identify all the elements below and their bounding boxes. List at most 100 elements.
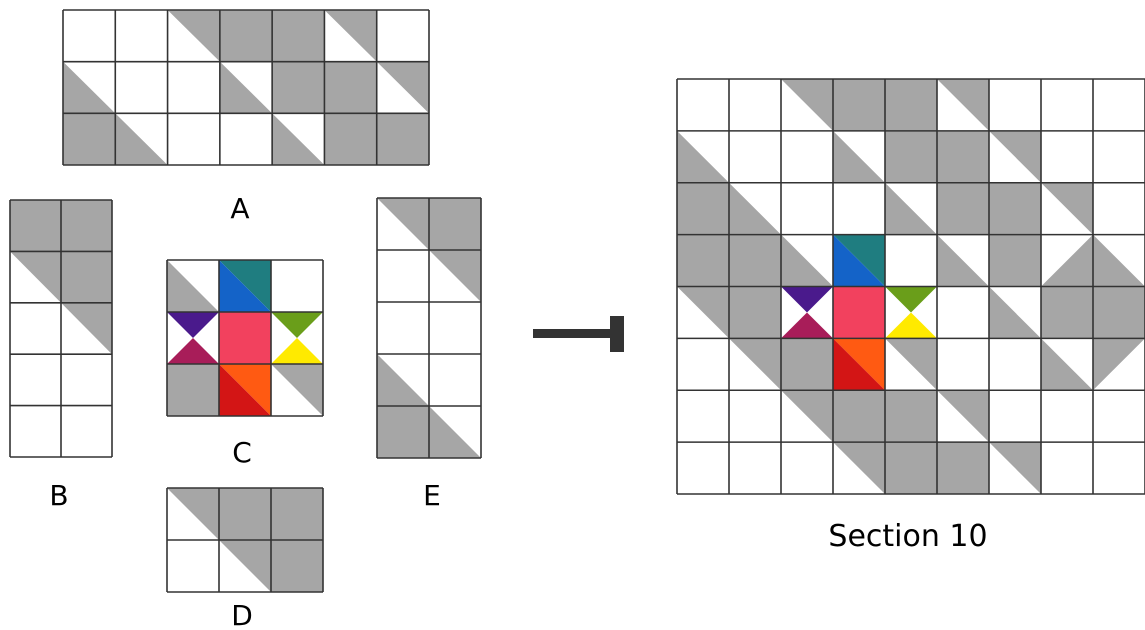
section-10-triangle <box>989 130 1041 183</box>
section-10-triangle <box>729 338 781 391</box>
section-10-filled-cell <box>833 79 885 131</box>
piece-c-triangle <box>167 260 219 312</box>
arrow-head <box>610 316 624 352</box>
piece-a-filled-cell <box>324 61 377 114</box>
section-10-triangle <box>781 390 833 443</box>
section-assembled: Section 10 <box>676 78 1145 554</box>
section-title: Section 10 <box>828 519 987 554</box>
piece-d-filled-cell <box>271 488 323 540</box>
section-10-filled-cell <box>781 338 833 391</box>
section-10-triangle <box>781 286 833 313</box>
section-10-filled-cell <box>937 130 989 183</box>
piece-e-triangle <box>429 406 481 458</box>
section-10-filled-cell <box>677 234 729 287</box>
piece-c-triangle <box>271 338 323 364</box>
piece-a-filled-cell <box>272 10 325 62</box>
piece-b-triangle <box>61 302 112 355</box>
piece-d-triangle <box>167 488 219 540</box>
section-10-triangle <box>781 79 833 131</box>
piece-c-triangle <box>219 260 271 312</box>
section-10-filled-cell <box>885 130 937 183</box>
section-10-filled-cell <box>885 442 937 494</box>
section-10-triangle <box>989 442 1041 494</box>
section-10-triangle <box>781 312 833 339</box>
piece-c-label: C <box>232 436 252 469</box>
piece-c: C <box>166 259 324 469</box>
piece-d-triangle <box>219 540 271 592</box>
piece-a-filled-cell <box>219 10 273 62</box>
piece-b-label: B <box>49 479 68 512</box>
section-10-filled-cell <box>989 234 1041 287</box>
section-10-triangle <box>1093 234 1145 287</box>
piece-e-triangle <box>429 250 481 302</box>
piece-b: B <box>9 199 113 512</box>
piece-a-filled-cell <box>324 113 377 165</box>
section-10-filled-cell <box>937 182 989 235</box>
piece-d-label: D <box>231 599 253 630</box>
arrow <box>533 316 624 352</box>
section-10-triangle <box>885 182 937 235</box>
piece-c-grid <box>166 259 324 417</box>
piece-d-grid <box>166 487 324 593</box>
piece-e-triangle <box>377 354 429 406</box>
section-10-triangle <box>677 286 729 339</box>
piece-b-triangle <box>10 251 61 303</box>
section-10-filled-cell <box>677 182 729 235</box>
piece-c-triangle <box>167 338 219 364</box>
piece-a-label: A <box>230 192 249 225</box>
piece-e: E <box>376 197 482 512</box>
piece-d-filled-cell <box>219 488 271 540</box>
section-10-triangle <box>937 234 989 287</box>
section-10-filled-cell <box>833 286 885 339</box>
arrow-shaft <box>533 329 615 338</box>
piece-a-triangle <box>63 61 116 114</box>
piece-d-filled-cell <box>271 540 323 592</box>
piece-a-triangle <box>324 10 377 62</box>
section-10-filled-cell <box>885 390 937 443</box>
piece-e-triangle <box>377 198 429 250</box>
piece-e-label: E <box>423 479 441 512</box>
piece-a: A <box>62 9 430 225</box>
section-10-triangle <box>885 312 937 339</box>
section-10-triangle <box>1041 182 1093 235</box>
piece-a-filled-cell <box>272 61 325 114</box>
piece-c-triangle <box>219 364 271 416</box>
piece-a-grid <box>62 9 430 166</box>
section-10-filled-cell <box>833 390 885 443</box>
section-10-triangle <box>833 234 885 287</box>
section-10-triangle <box>1041 234 1093 287</box>
piece-c-triangle <box>271 312 323 338</box>
piece-b-filled-cell <box>61 200 112 252</box>
section-10-triangle <box>833 338 885 391</box>
piece-b-filled-cell <box>10 200 61 252</box>
section-10-triangle <box>1041 338 1093 391</box>
piece-a-triangle <box>219 61 273 114</box>
section-10-triangle <box>677 130 729 183</box>
piece-a-triangle <box>115 113 168 165</box>
piece-e-filled-cell <box>377 406 429 458</box>
piece-c-triangle <box>167 312 219 338</box>
piece-b-filled-cell <box>61 251 112 303</box>
piece-e-grid <box>376 197 482 459</box>
section-10-triangle <box>937 79 989 131</box>
section-10-triangle <box>989 286 1041 339</box>
piece-c-filled-cell <box>219 312 271 364</box>
piece-a-triangle <box>272 113 325 165</box>
piece-a-filled-cell <box>63 113 116 165</box>
section-10-triangle <box>833 130 885 183</box>
piece-a-filled-cell <box>376 113 429 165</box>
section-10-triangle <box>833 442 885 494</box>
section-10-triangle <box>937 390 989 443</box>
piece-c-triangle <box>271 364 323 416</box>
section-10-filled-cell <box>989 182 1041 235</box>
piece-c-filled-cell <box>167 364 219 416</box>
section-10-filled-cell <box>937 442 989 494</box>
section-10-filled-cell <box>1041 286 1093 339</box>
section-10-triangle <box>781 234 833 287</box>
section-10-filled-cell <box>1093 286 1145 339</box>
section-10-grid <box>676 78 1145 495</box>
piece-a-triangle <box>167 10 220 62</box>
section-10-triangle <box>1093 338 1145 391</box>
piece-d: D <box>166 487 324 630</box>
